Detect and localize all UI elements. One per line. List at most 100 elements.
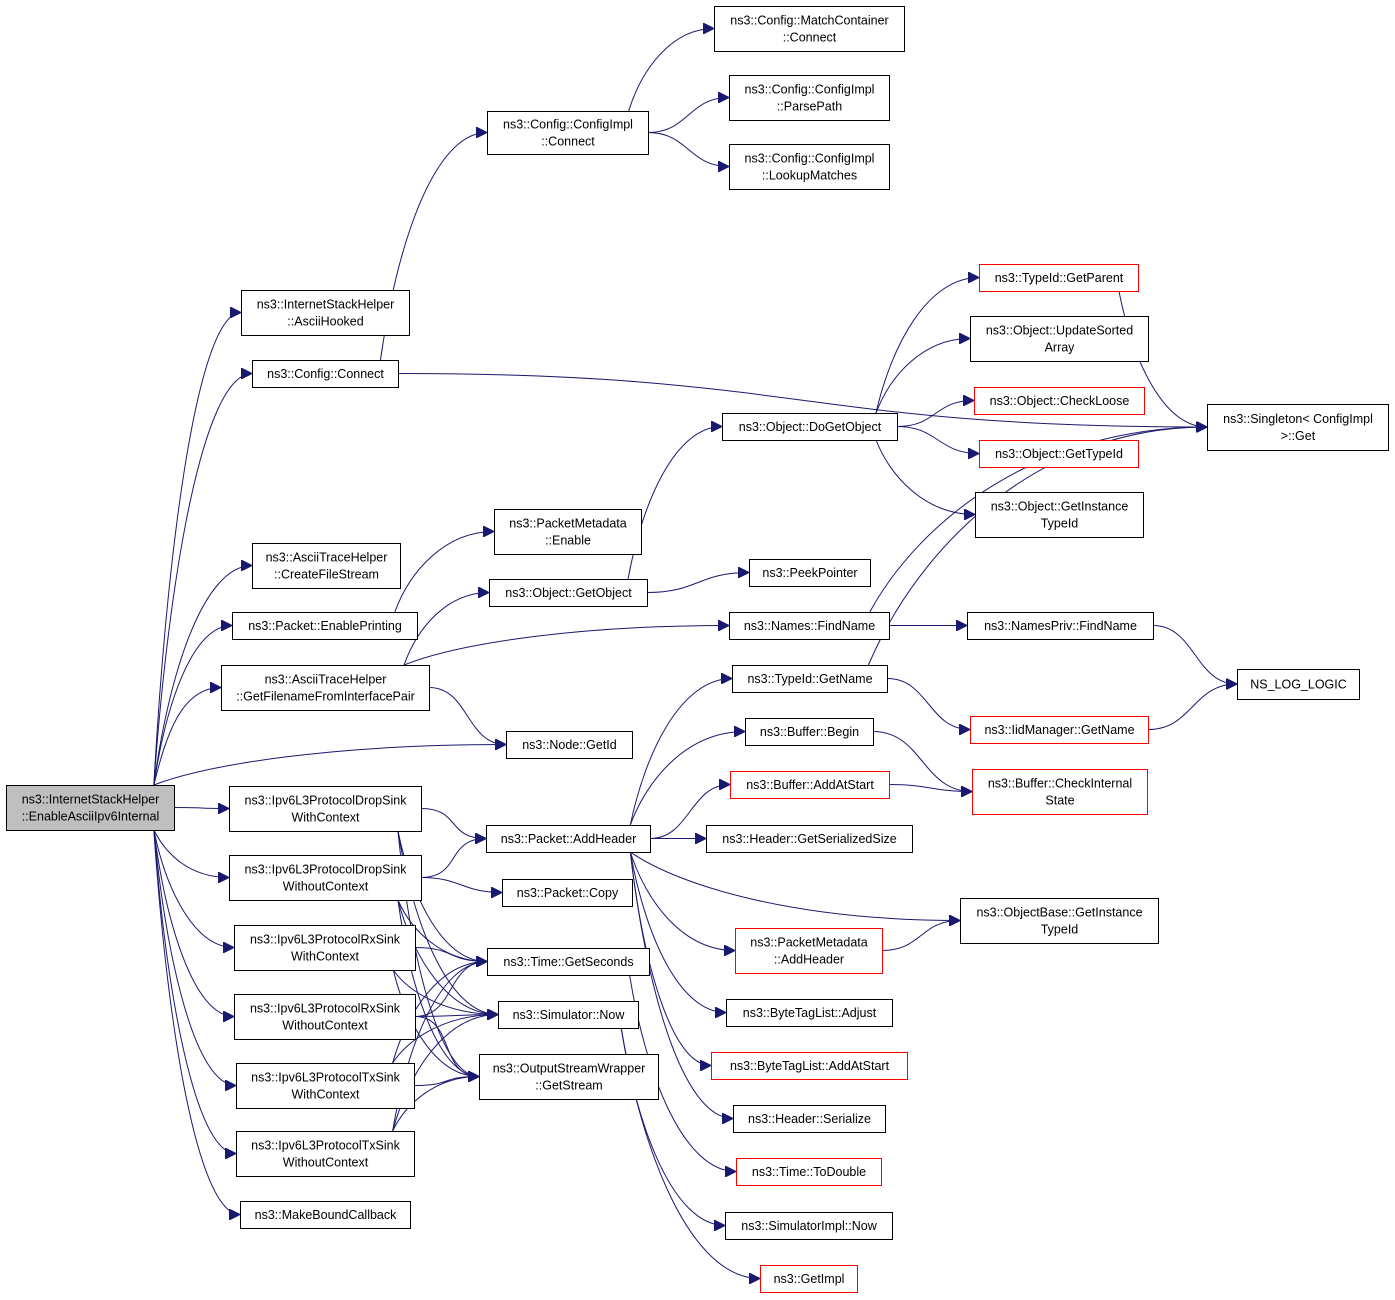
- node-box: [241, 290, 410, 336]
- node-pm-add-header[interactable]: ns3::PacketMetadata::AddHeader: [735, 928, 883, 974]
- node-ns-log-logic[interactable]: NS_LOG_LOGIC: [1237, 669, 1360, 700]
- edge-add-header-to-header-serialize: [629, 851, 733, 1119]
- node-label-line: ns3::Ipv6L3ProtocolTxSink: [251, 1071, 400, 1085]
- edge-cfg-impl-connect-to-parse-path: [647, 98, 729, 133]
- node-label-line: ns3::Object::UpdateSorted: [986, 324, 1133, 338]
- node-label-line: ::CreateFileStream: [274, 568, 379, 582]
- node-buffer-add-at-start[interactable]: ns3::Buffer::AddAtStart: [730, 771, 890, 799]
- node-label-line: ::EnableAsciiIpv6Internal: [22, 810, 160, 824]
- edge-do-get-object-to-update-sorted: [875, 339, 970, 414]
- edge-root-to-get-filename: [153, 688, 221, 786]
- node-ascii-hooked[interactable]: ns3::InternetStackHelper::AsciiHooked: [241, 290, 410, 336]
- node-btl-add-at-start[interactable]: ns3::ByteTagList::AddAtStart: [711, 1052, 908, 1080]
- node-box: [229, 855, 422, 901]
- node-btl-adjust[interactable]: ns3::ByteTagList::Adjust: [726, 999, 893, 1027]
- node-box: [486, 825, 651, 853]
- node-enable-printing[interactable]: ns3::Packet::EnablePrinting: [232, 612, 418, 640]
- node-box: [749, 559, 871, 587]
- node-label-line: ::Enable: [545, 534, 591, 548]
- node-obj-get-type-id[interactable]: ns3::Object::GetTypeId: [979, 440, 1139, 468]
- node-label-line: ns3::Object::GetObject: [505, 586, 632, 600]
- edge-config-connect-to-singleton-get: [397, 373, 1207, 428]
- node-box: [729, 75, 890, 121]
- node-pm-enable[interactable]: ns3::PacketMetadata::Enable: [494, 509, 642, 555]
- node-box: [972, 769, 1148, 815]
- node-create-file-stream[interactable]: ns3::AsciiTraceHelper::CreateFileStream: [252, 543, 401, 589]
- node-get-impl[interactable]: ns3::GetImpl: [760, 1265, 858, 1293]
- edge-get-filename-to-names-find-name: [403, 626, 729, 666]
- node-names-priv-find-name[interactable]: ns3::NamesPriv::FindName: [967, 612, 1154, 640]
- node-label-line: ns3::ByteTagList::AddAtStart: [730, 1059, 890, 1073]
- node-make-bound[interactable]: ns3::MakeBoundCallback: [240, 1201, 411, 1229]
- node-label-line: WithContext: [291, 811, 360, 825]
- node-label-line: ns3::Object::DoGetObject: [739, 420, 882, 434]
- node-buffer-begin[interactable]: ns3::Buffer::Begin: [745, 718, 874, 746]
- node-box: [729, 612, 890, 640]
- node-label-line: ns3::OutputStreamWrapper: [493, 1062, 646, 1076]
- node-header-serialize[interactable]: ns3::Header::Serialize: [733, 1105, 886, 1133]
- edge-drop-no-ctx-to-add-header: [420, 839, 486, 878]
- node-label-line: ns3::Names::FindName: [744, 619, 875, 633]
- node-box: [714, 6, 905, 52]
- node-type-id-get-parent[interactable]: ns3::TypeId::GetParent: [979, 264, 1139, 292]
- node-box: [732, 665, 888, 693]
- node-osw-get-stream[interactable]: ns3::OutputStreamWrapper::GetStream: [479, 1054, 659, 1100]
- node-do-get-object[interactable]: ns3::Object::DoGetObject: [722, 413, 898, 441]
- node-singleton-get[interactable]: ns3::Singleton< ConfigImpl>::Get: [1207, 404, 1389, 451]
- node-label-line: ns3::Packet::EnablePrinting: [248, 619, 402, 633]
- edge-get-object-to-do-get-object: [627, 427, 722, 580]
- node-label-line: ns3::Config::ConfigImpl: [745, 152, 875, 166]
- node-label-line: ns3::InternetStackHelper: [22, 793, 160, 807]
- node-box: [722, 413, 898, 441]
- node-label-line: WithoutContext: [283, 1156, 369, 1170]
- node-box: [736, 1158, 882, 1186]
- node-iid-get-name[interactable]: ns3::IidManager::GetName: [970, 716, 1149, 744]
- node-box: [498, 1001, 639, 1029]
- edge-root-to-tx-ctx: [153, 829, 236, 1086]
- edge-get-filename-to-get-object: [403, 593, 489, 666]
- node-drop-no-ctx[interactable]: ns3::Ipv6L3ProtocolDropSinkWithoutContex…: [229, 855, 422, 901]
- edge-cfg-impl-connect-to-match-connect: [628, 29, 714, 112]
- node-peek-pointer[interactable]: ns3::PeekPointer: [749, 559, 871, 587]
- node-sim-impl-now[interactable]: ns3::SimulatorImpl::Now: [725, 1212, 893, 1240]
- node-parse-path[interactable]: ns3::Config::ConfigImpl::ParsePath: [729, 75, 890, 121]
- node-check-loose[interactable]: ns3::Object::CheckLoose: [974, 387, 1145, 415]
- node-node-get-id[interactable]: ns3::Node::GetId: [506, 731, 633, 759]
- node-get-object[interactable]: ns3::Object::GetObject: [489, 579, 648, 607]
- node-label-line: ns3::Buffer::AddAtStart: [746, 778, 874, 792]
- node-config-connect[interactable]: ns3::Config::Connect: [252, 360, 399, 388]
- node-header-ser-size[interactable]: ns3::Header::GetSerializedSize: [706, 825, 913, 853]
- node-label-line: ns3::Ipv6L3ProtocolDropSink: [245, 863, 408, 877]
- node-label-line: ns3::MakeBoundCallback: [255, 1208, 397, 1222]
- edge-tx-no-ctx-to-osw-get-stream: [392, 1077, 479, 1132]
- node-box: [974, 387, 1145, 415]
- node-get-filename[interactable]: ns3::AsciiTraceHelper::GetFilenameFromIn…: [221, 665, 430, 711]
- node-names-find-name[interactable]: ns3::Names::FindName: [729, 612, 890, 640]
- edge-get-filename-to-node-get-id: [428, 687, 506, 745]
- node-lookup-matches[interactable]: ns3::Config::ConfigImpl::LookupMatches: [729, 144, 890, 190]
- edge-tx-ctx-to-osw-get-stream: [413, 1077, 479, 1086]
- edge-root-to-make-bound: [153, 829, 240, 1215]
- node-label-line: ns3::Ipv6L3ProtocolRxSink: [250, 1002, 401, 1016]
- node-label-line: ::GetFilenameFromInterfacePair: [236, 690, 415, 704]
- edge-root-to-tx-no-ctx: [153, 829, 236, 1154]
- node-packet-copy[interactable]: ns3::Packet::Copy: [502, 879, 633, 907]
- node-add-header[interactable]: ns3::Packet::AddHeader: [486, 825, 651, 853]
- node-time-get-seconds[interactable]: ns3::Time::GetSeconds: [487, 948, 650, 976]
- node-sim-now[interactable]: ns3::Simulator::Now: [498, 1001, 639, 1029]
- node-box: [729, 144, 890, 190]
- edge-tx-ctx-to-time-get-seconds: [392, 962, 487, 1064]
- node-type-id-get-name[interactable]: ns3::TypeId::GetName: [732, 665, 888, 693]
- node-time-to-double[interactable]: ns3::Time::ToDouble: [736, 1158, 882, 1186]
- node-cfg-impl-connect[interactable]: ns3::Config::ConfigImpl::Connect: [487, 111, 649, 155]
- node-match-connect[interactable]: ns3::Config::MatchContainer::Connect: [714, 6, 905, 52]
